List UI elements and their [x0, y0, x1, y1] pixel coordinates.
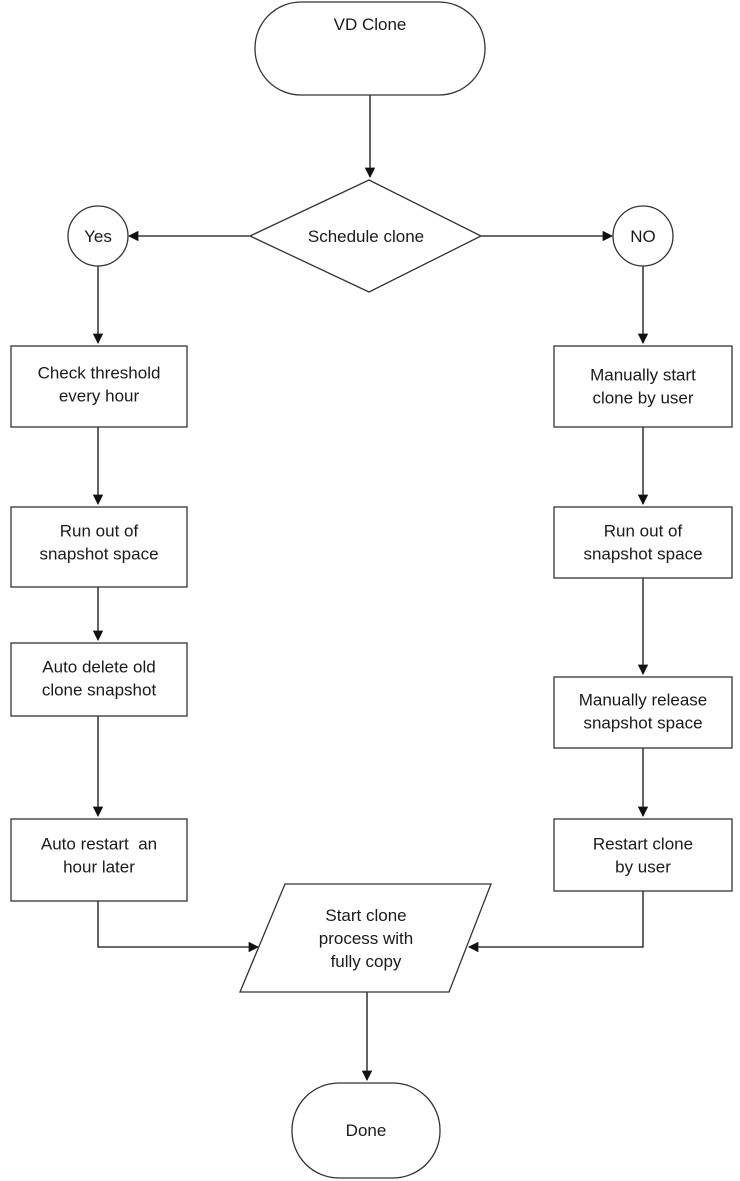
left-step-2-label-line-2: snapshot space — [39, 545, 158, 564]
right-step-3-box — [553, 676, 733, 749]
right-step-2-label-line-1: Run out of — [604, 522, 683, 541]
left-step-4-label-line-2: hour later — [63, 858, 135, 877]
yes-label: Yes — [84, 227, 112, 246]
edges — [92, 95, 649, 1082]
right-step-1-label-line-1: Manually start — [590, 366, 696, 385]
no-connector — [612, 205, 674, 267]
right-step-3-label-line-2: snapshot space — [583, 714, 702, 733]
edge-right-4-to-process — [467, 891, 644, 953]
process-parallelogram — [239, 883, 492, 993]
process-label-line-1: Start clone — [325, 906, 406, 925]
nodes — [10, 1, 733, 1179]
start-terminator — [254, 1, 486, 96]
right-step-3-label-line-1: Manually release — [579, 691, 708, 710]
decision-label-line-1: Schedule clone — [308, 227, 424, 246]
no-label-line-1: NO — [630, 227, 656, 246]
right-step-2-label-line-2: snapshot space — [583, 545, 702, 564]
left-step-4-label-line-1: Auto restart an — [41, 835, 157, 854]
right-step-4-label-line-2: by user — [615, 858, 671, 877]
right-step-3-label: Manually release snapshot space — [579, 691, 708, 733]
left-step-2-box — [10, 506, 188, 588]
right-step-4-box — [553, 818, 733, 892]
left-step-3-label: Auto delete old clone snapshot — [42, 658, 157, 700]
yes-connector — [67, 205, 129, 267]
left-step-3-label-line-1: Auto delete old — [42, 658, 155, 677]
labels: VD Clone Schedule clone Yes NO Check thr… — [38, 15, 708, 1140]
left-step-1-label: Check threshold every hour — [38, 364, 161, 406]
left-step-4-box — [10, 818, 188, 902]
process-label-line-3: fully copy — [331, 952, 402, 971]
left-step-1-label-line-1: Check threshold — [38, 364, 161, 383]
start-label: VD Clone — [334, 15, 407, 34]
end-label: Done — [346, 1121, 387, 1140]
end-terminator — [291, 1082, 441, 1179]
start-label-line-1: VD Clone — [334, 15, 407, 34]
decision-label: Schedule clone — [308, 227, 424, 246]
end-label-line-1: Done — [346, 1121, 387, 1140]
right-step-1-box — [553, 345, 733, 428]
process-label: Start clone process with fully copy — [319, 906, 413, 971]
yes-label-line-1: Yes — [84, 227, 112, 246]
right-step-4-label-line-1: Restart clone — [593, 835, 693, 854]
decision-diamond — [248, 179, 483, 293]
right-step-1-label: Manually start clone by user — [590, 366, 696, 408]
left-step-3-box — [10, 642, 188, 717]
right-step-2-box — [553, 506, 733, 579]
process-label-line-2: process with — [319, 929, 413, 948]
right-step-1-label-line-2: clone by user — [592, 389, 693, 408]
left-step-1-label-line-2: every hour — [59, 387, 140, 406]
left-step-2-label-line-1: Run out of — [60, 522, 139, 541]
right-step-2-label: Run out of snapshot space — [583, 522, 702, 564]
left-step-4-label: Auto restart an hour later — [41, 835, 157, 877]
left-step-2-label: Run out of snapshot space — [39, 522, 158, 564]
right-step-4-label: Restart clone by user — [593, 835, 693, 877]
left-step-1-box — [10, 345, 188, 428]
edge-left-4-to-process — [97, 901, 260, 953]
left-step-3-label-line-2: clone snapshot — [42, 681, 157, 700]
no-label: NO — [630, 227, 656, 246]
